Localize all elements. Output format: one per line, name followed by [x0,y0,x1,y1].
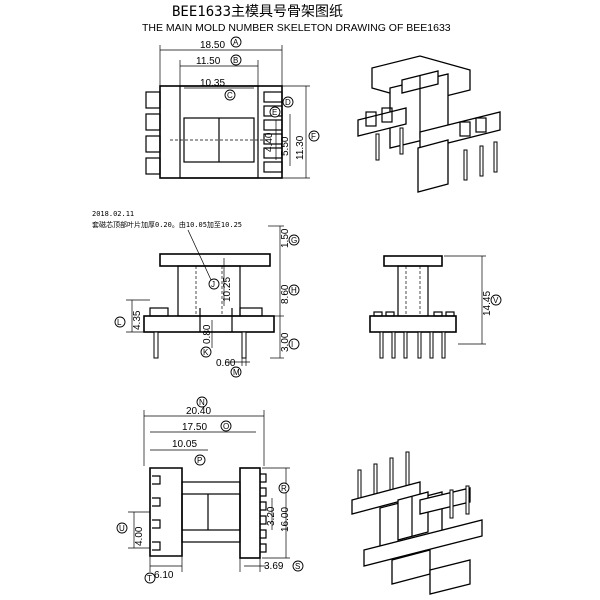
dim-J: 10.25 [222,258,233,306]
note-date: 2018.02.11 [92,210,134,218]
top-view: 18.50 A 11.50 B 10.35 C [145,36,320,179]
dim-C: 10.35 C [184,78,254,101]
dim-N-value: 20.40 [186,406,211,417]
dim-H-value: 8.60 [280,284,291,304]
dim-F-value: 11.30 [295,135,306,160]
tag-P-label: P [197,456,202,465]
dim-G-value: 1.50 [280,228,291,248]
tag-V [490,294,502,306]
tag-J [208,278,220,290]
dim-B: 11.50 B [179,54,259,86]
dim-I: 3.00 I [270,316,300,359]
dim-P: 10.05 P [150,439,208,466]
tag-E [269,106,281,118]
tag-C [224,89,236,101]
dim-M-value: 0.60 [216,358,236,369]
dim-S-value: 3.69 [264,561,284,572]
iso-view-bottom [351,451,483,595]
top-view-body [145,85,283,179]
dim-J-value: 10.25 [222,277,233,302]
tag-F [308,130,320,142]
tag-K [200,346,212,358]
dim-O-value: 17.50 [182,422,207,433]
tag-H [288,284,300,296]
bottom-view: 20.40 N 17.50 O 10.05 P [116,396,304,584]
dim-V-value: 14.45 [482,291,493,316]
dim-T: 6.10 T [144,556,183,584]
tag-I-label: I [291,340,293,349]
tag-R-label: R [281,484,287,493]
dim-R-inner: 3.20 [266,498,277,530]
tag-H-label: H [291,286,297,295]
tag-O-label: O [223,422,229,431]
dim-K-value: 0.80 [202,324,213,344]
tag-P [194,454,206,466]
tag-L-label: L [117,318,122,327]
front-view: 1.50 G J 10.25 8.60 H [114,225,300,378]
tag-V-label: V [493,296,499,305]
tag-B-label: B [233,56,238,65]
tag-G-label: G [291,236,297,245]
tag-U-label: U [119,524,125,533]
dim-T-value: 6.10 [154,570,174,581]
dim-K: 0.80 K [200,320,213,358]
dim-C-value: 10.35 [200,78,225,89]
dim-I-value: 3.00 [280,332,291,352]
dim-R-value: 16.00 [280,507,291,532]
tag-L [114,316,126,328]
tag-I [288,338,300,350]
tag-T [144,572,156,584]
tag-S [292,560,304,572]
tag-E-label: E [272,108,277,117]
dim-F-inner: 5.50 [280,114,291,166]
tag-A-label: A [233,38,239,47]
tag-C-label: C [227,91,233,100]
dim-A-value: 18.50 [200,40,225,51]
tag-S-label: S [295,562,300,571]
dim-R-inner-value: 3.20 [266,506,277,526]
tag-A [230,36,242,48]
dim-U-value: 4.00 [134,526,145,546]
dim-F: 11.30 F [282,85,320,179]
tag-B [230,54,242,66]
tag-G [288,234,300,246]
dim-F-inner-value: 5.50 [280,136,291,156]
dim-H: 8.60 H [270,254,300,317]
tag-J-label: J [211,280,215,289]
dim-E-value: 4.40 [264,132,275,152]
dim-M: 0.60 M [216,340,250,378]
iso-view-top [357,55,501,193]
tag-M-label: M [233,368,240,377]
tag-R [278,482,290,494]
drawing-title: BEE1633主模具号骨架图纸 [172,4,343,20]
tag-T-label: T [147,574,152,583]
dim-B-value: 11.50 [196,56,221,67]
tag-O [220,420,232,432]
tag-N-label: N [199,398,205,407]
note-text: 套磁芯顶部叶片加厚0.20。由10.05加至10.25 [92,220,242,229]
dim-R: 16.00 R [262,467,291,559]
tag-D-label: D [285,98,291,107]
tag-N [196,396,208,408]
tag-U [116,522,128,534]
side-view-right: 14.45 V [369,255,502,359]
dim-P-value: 10.05 [172,439,197,450]
dim-E: 4.40 E D [264,96,294,160]
tag-K-label: K [203,348,209,357]
dim-G: 1.50 G [268,225,300,254]
dim-N: 20.40 N [143,396,265,466]
dim-A: 18.50 A [159,36,283,86]
tag-F-label: F [311,132,316,141]
dim-U: 4.00 U [116,511,150,549]
dim-L-value: 4.35 [132,310,143,330]
dim-S: 3.69 S [239,558,304,572]
drawing-subtitle: THE MAIN MOLD NUMBER SKELETON DRAWING OF… [142,22,451,34]
tag-M [230,366,242,378]
dim-L: 4.35 L [114,299,150,333]
tag-D [282,96,294,108]
dim-O: 17.50 O [150,420,256,433]
dim-V: 14.45 V [444,255,502,345]
